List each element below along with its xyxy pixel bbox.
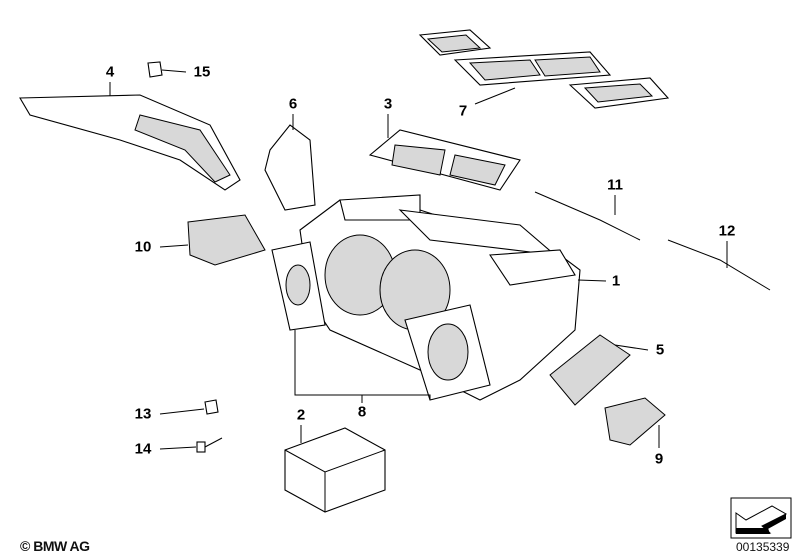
part-13-clip: [204, 399, 219, 415]
callout-9: 9: [654, 450, 664, 468]
part-7-seal-set: [418, 29, 670, 109]
callout-12: 12: [718, 222, 736, 240]
copyright-text: © BMW AG: [20, 538, 90, 554]
part-11-cable: [534, 191, 641, 241]
callout-1: 1: [611, 272, 621, 290]
callout-15: 15: [193, 63, 211, 81]
part-5-grille: [549, 334, 631, 406]
part-14-screw: [196, 437, 223, 453]
part-1-heater-housing: [299, 194, 581, 401]
callout-14: 14: [134, 440, 152, 458]
callout-13: 13: [134, 405, 152, 423]
diagram-id: 00135339: [736, 540, 790, 554]
part-8-flanges: [271, 241, 491, 401]
part-2-filter-box: [284, 427, 386, 513]
part-12-cable: [667, 239, 771, 291]
callout-10: 10: [134, 238, 152, 256]
part-9-grille: [604, 397, 666, 446]
part-10-grille: [187, 214, 266, 266]
callout-7: 7: [458, 102, 468, 120]
leader-lines: [109, 69, 728, 450]
part-15-clip: [147, 61, 163, 78]
callout-3: 3: [383, 95, 393, 113]
part-3-frame: [368, 129, 521, 191]
callout-5: 5: [655, 341, 665, 359]
callout-2: 2: [296, 406, 306, 424]
callout-11: 11: [607, 176, 623, 194]
callout-4: 4: [105, 63, 115, 81]
part-6-bracket: [264, 124, 316, 211]
callout-8: 8: [357, 403, 367, 421]
callout-6: 6: [288, 95, 298, 113]
part-4-air-duct: [19, 94, 241, 191]
direction-arrow-icon: [730, 497, 792, 539]
